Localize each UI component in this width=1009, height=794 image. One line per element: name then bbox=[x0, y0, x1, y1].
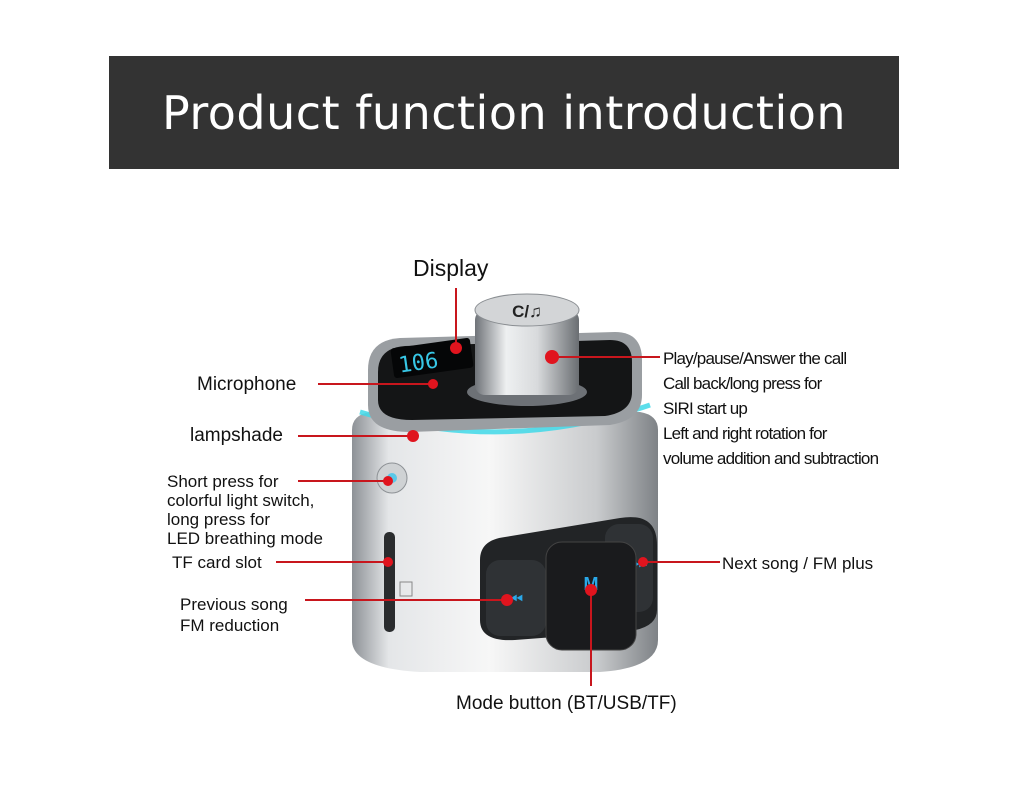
label-line: LED breathing mode bbox=[167, 529, 323, 548]
label-mode: Mode button (BT/USB/TF) bbox=[456, 693, 677, 714]
label-line: Play/pause/Answer the call bbox=[663, 349, 847, 368]
label-light-button: Short press for colorful light switch, l… bbox=[167, 472, 323, 548]
label-line: Previous song bbox=[180, 595, 288, 614]
label-next: Next song / FM plus bbox=[722, 554, 874, 573]
title-banner: Product function introduction bbox=[109, 56, 899, 169]
control-knob[interactable] bbox=[475, 310, 579, 395]
tf-card-slot bbox=[384, 532, 395, 632]
callout-dots bbox=[383, 342, 648, 606]
label-knob: Play/pause/Answer the call Call back/lon… bbox=[663, 346, 879, 471]
label-line: Short press for bbox=[167, 472, 279, 491]
label-lampshade: lampshade bbox=[190, 425, 283, 446]
callout-lines bbox=[276, 288, 720, 686]
label-line: volume addition and subtraction bbox=[663, 449, 879, 468]
label-line: SIRI start up bbox=[663, 399, 748, 418]
knob-label: C/♫ bbox=[512, 302, 542, 321]
label-tf-slot: TF card slot bbox=[172, 553, 262, 572]
sd-card-icon bbox=[399, 581, 413, 597]
label-line: Call back/long press for bbox=[663, 374, 822, 393]
previous-button[interactable] bbox=[486, 560, 546, 636]
label-line: Left and right rotation for bbox=[663, 424, 827, 443]
page-title: Product function introduction bbox=[161, 85, 847, 140]
label-previous: Previous song FM reduction bbox=[180, 594, 288, 636]
label-line: FM reduction bbox=[180, 616, 280, 635]
display-readout: 106 bbox=[397, 348, 440, 378]
label-display: Display bbox=[413, 255, 489, 281]
label-line: colorful light switch, bbox=[167, 491, 315, 510]
previous-icon: ⏮ bbox=[509, 591, 523, 608]
label-microphone: Microphone bbox=[197, 374, 297, 395]
label-line: long press for bbox=[167, 510, 270, 529]
